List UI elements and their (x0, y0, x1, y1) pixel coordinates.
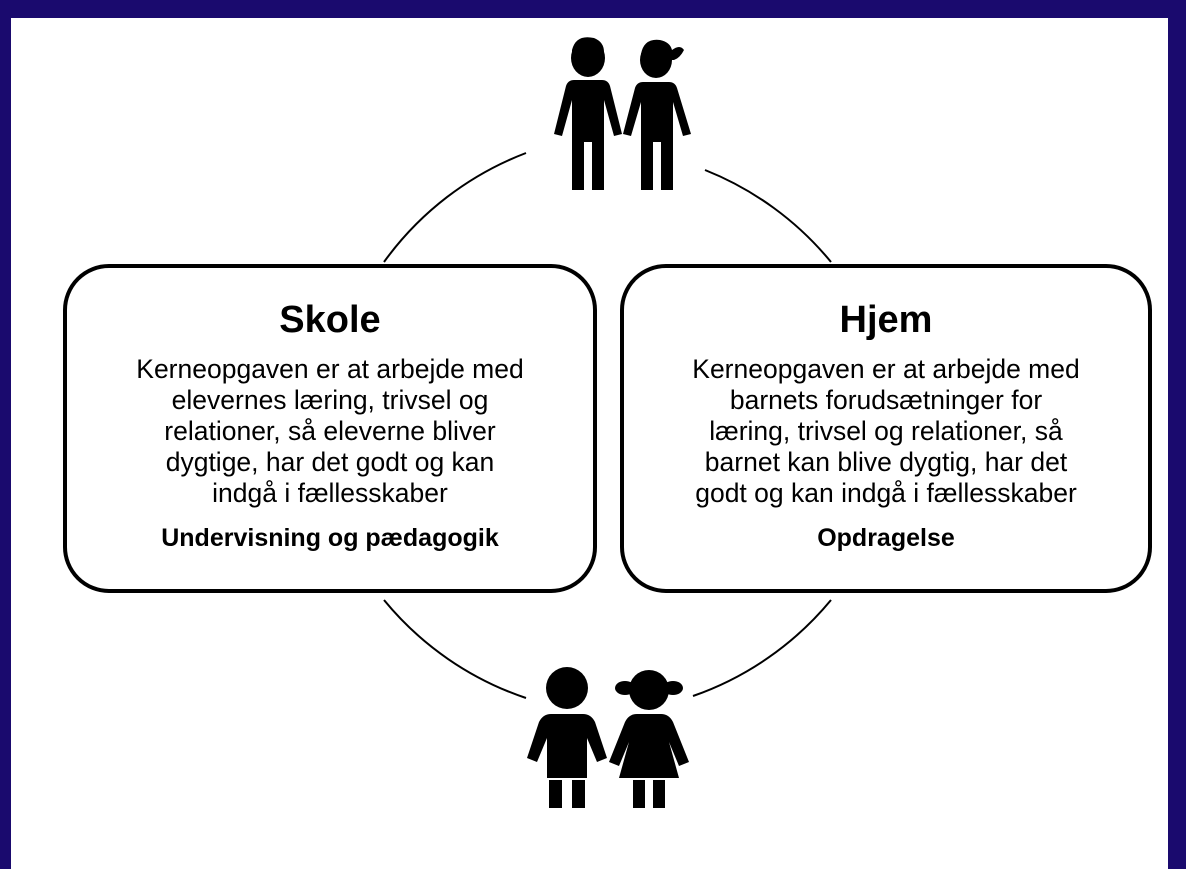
connecting-circle (383, 152, 832, 699)
school-title: Skole (279, 299, 381, 341)
older-boy-and-girl-icon (554, 37, 691, 190)
arc-top-left (383, 152, 527, 263)
school-description-line: indgå i fællesskaber (212, 478, 448, 508)
school-description-line: dygtige, har det godt og kan (165, 447, 495, 477)
diagram-canvas: Skole Kerneopgaven er at arbejde med ele… (11, 18, 1168, 869)
school-box: Skole Kerneopgaven er at arbejde med ele… (63, 264, 597, 593)
home-description-line: godt og kan indgå i fællesskaber (695, 478, 1077, 508)
arc-bottom-right (692, 599, 832, 697)
school-footer: Undervisning og pædagogik (161, 524, 499, 552)
home-description-line: barnet kan blive dygtig, har det (704, 447, 1068, 477)
young-boy-and-girl-icon (527, 667, 689, 808)
school-description-line: elevernes læring, trivsel og (171, 385, 489, 415)
home-box: Hjem Kerneopgaven er at arbejde med barn… (620, 264, 1152, 593)
school-description: Kerneopgaven er at arbejde med elevernes… (67, 354, 593, 509)
home-description: Kerneopgaven er at arbejde med barnets f… (624, 354, 1148, 509)
home-description-line: læring, trivsel og relationer, så (709, 416, 1063, 446)
school-description-line: Kerneopgaven er at arbejde med (136, 354, 524, 384)
home-description-line: Kerneopgaven er at arbejde med (692, 354, 1080, 384)
home-title: Hjem (839, 299, 933, 341)
school-description-line: relationer, så eleverne bliver (164, 416, 496, 446)
arc-bottom-left (383, 599, 527, 699)
home-description-line: barnets forudsætninger for (729, 385, 1043, 415)
home-footer: Opdragelse (817, 524, 955, 552)
arc-top-right (704, 169, 832, 263)
